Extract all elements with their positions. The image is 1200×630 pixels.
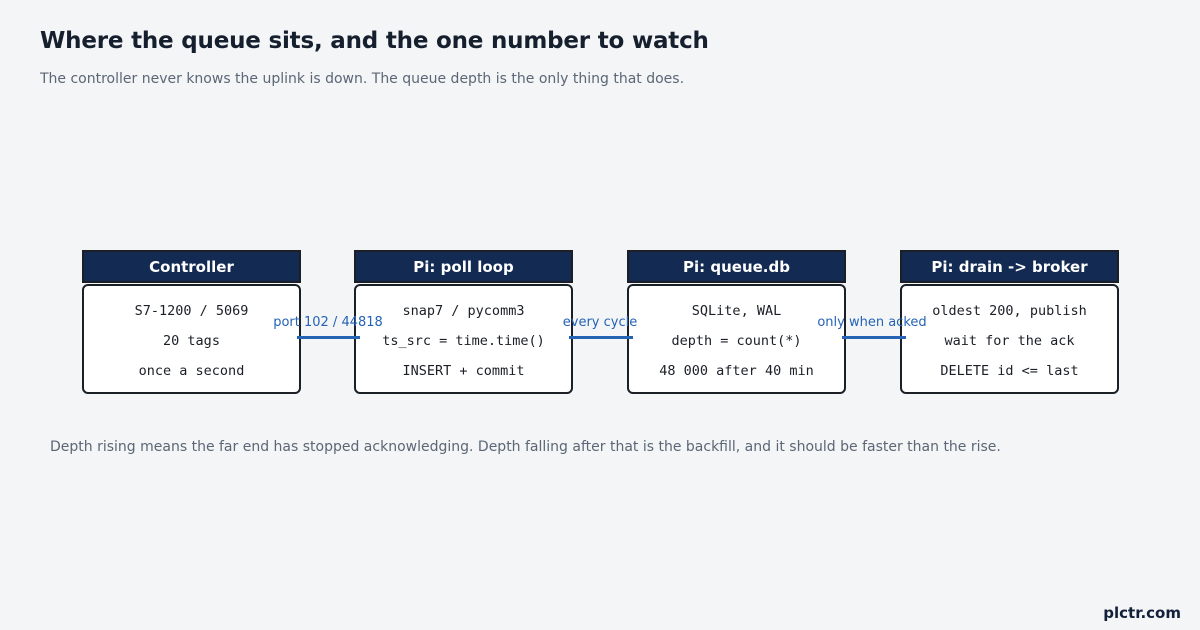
edge-label: every cycle	[562, 315, 638, 330]
node-body: oldest 200, publish wait for the ack DEL…	[900, 284, 1119, 394]
node-line: SQLite, WAL	[691, 303, 782, 319]
node-body: snap7 / pycomm3 ts_src = time.time() INS…	[354, 284, 573, 394]
node-line: INSERT + commit	[402, 363, 525, 379]
edge-connector	[297, 336, 360, 339]
node-title: Controller	[82, 250, 301, 283]
node-line: depth = count(*)	[671, 333, 802, 349]
edge-connector	[842, 336, 906, 339]
node-controller: Controller S7-1200 / 5069 20 tags once a…	[82, 250, 301, 394]
node-title: Pi: drain -> broker	[900, 250, 1119, 283]
node-line: once a second	[138, 363, 245, 379]
node-body: S7-1200 / 5069 20 tags once a second	[82, 284, 301, 394]
page-subtitle: The controller never knows the uplink is…	[40, 71, 685, 87]
node-line: 20 tags	[163, 333, 220, 349]
footnote: Depth rising means the far end has stopp…	[50, 439, 1001, 455]
node-queue-db: Pi: queue.db SQLite, WAL depth = count(*…	[627, 250, 846, 394]
node-line: DELETE id <= last	[940, 363, 1079, 379]
edge-label: only when acked	[817, 315, 927, 330]
node-line: 48 000 after 40 min	[659, 363, 814, 379]
node-drain-broker: Pi: drain -> broker oldest 200, publish …	[900, 250, 1119, 394]
node-body: SQLite, WAL depth = count(*) 48 000 afte…	[627, 284, 846, 394]
node-title: Pi: poll loop	[354, 250, 573, 283]
node-title: Pi: queue.db	[627, 250, 846, 283]
brand-logo: plctr.com	[1103, 604, 1181, 622]
node-line: oldest 200, publish	[932, 303, 1087, 319]
node-poll-loop: Pi: poll loop snap7 / pycomm3 ts_src = t…	[354, 250, 573, 394]
edge-label: port 102 / 44818	[273, 315, 383, 330]
node-line: wait for the ack	[944, 333, 1075, 349]
edge-connector	[569, 336, 633, 339]
page-title: Where the queue sits, and the one number…	[40, 28, 709, 54]
node-line: snap7 / pycomm3	[402, 303, 525, 319]
node-line: ts_src = time.time()	[382, 333, 545, 349]
node-line: S7-1200 / 5069	[134, 303, 249, 319]
